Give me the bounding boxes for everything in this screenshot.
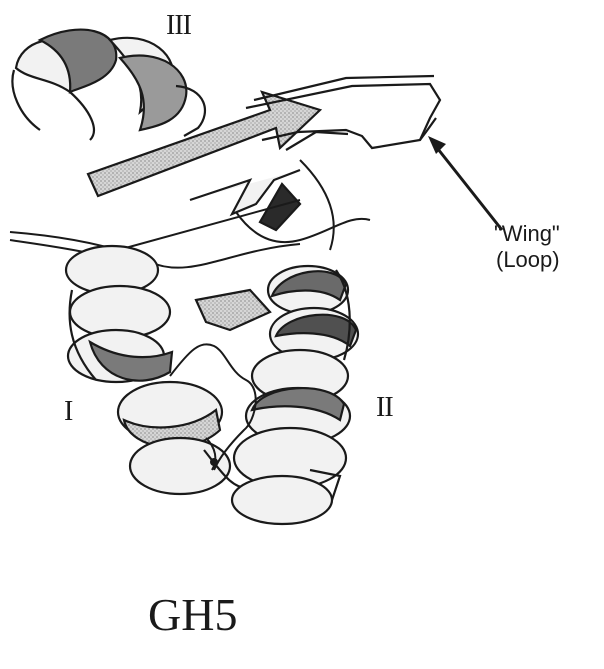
helix-label-iii: III [166,10,191,42]
helix-iii [12,30,205,140]
loop-label: (Loop) [496,246,560,273]
figure-title: GH5 [148,588,237,641]
loops [10,160,370,270]
arrow-head [428,136,446,154]
arrow-line [434,144,502,230]
wing-label: "Wing" [494,220,560,247]
helix-ii [196,266,358,524]
wing-arrow [428,136,502,230]
helix-label-ii: II [376,392,393,424]
helix-label-i: I [64,396,72,428]
